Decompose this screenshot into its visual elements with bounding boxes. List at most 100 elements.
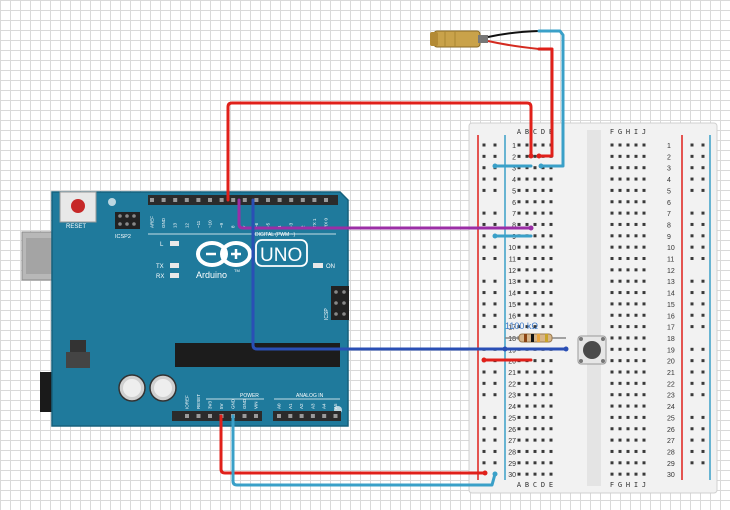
breadboard-hole[interactable] <box>610 461 614 465</box>
rail-hole[interactable] <box>701 245 705 249</box>
breadboard-hole[interactable] <box>533 313 537 317</box>
breadboard-hole[interactable] <box>626 188 630 192</box>
breadboard-hole[interactable] <box>618 302 622 306</box>
breadboard-hole[interactable] <box>517 461 521 465</box>
breadboard-hole[interactable] <box>642 370 646 374</box>
rail-hole[interactable] <box>701 393 705 397</box>
header-pin[interactable] <box>324 198 328 202</box>
breadboard-hole[interactable] <box>533 404 537 408</box>
analog-pin[interactable] <box>288 414 293 418</box>
breadboard-hole[interactable] <box>541 200 545 204</box>
rail-hole[interactable] <box>493 438 497 442</box>
breadboard-hole[interactable] <box>541 404 545 408</box>
breadboard-hole[interactable] <box>549 166 553 170</box>
breadboard-hole[interactable] <box>610 313 614 317</box>
breadboard-hole[interactable] <box>533 211 537 215</box>
breadboard-hole[interactable] <box>610 279 614 283</box>
breadboard-hole[interactable] <box>642 188 646 192</box>
breadboard-hole[interactable] <box>626 461 630 465</box>
breadboard-hole[interactable] <box>541 415 545 419</box>
breadboard-hole[interactable] <box>533 245 537 249</box>
header-pin[interactable] <box>242 198 247 202</box>
rail-hole[interactable] <box>690 279 694 283</box>
rail-hole[interactable] <box>482 222 486 226</box>
rail-hole[interactable] <box>690 427 694 431</box>
breadboard-hole[interactable] <box>525 222 529 226</box>
breadboard-hole[interactable] <box>549 291 553 295</box>
breadboard-hole[interactable] <box>549 393 553 397</box>
breadboard-hole[interactable] <box>634 325 638 329</box>
breadboard-hole[interactable] <box>626 370 630 374</box>
breadboard-hole[interactable] <box>610 166 614 170</box>
breadboard-hole[interactable] <box>626 200 630 204</box>
breadboard-hole[interactable] <box>525 143 529 147</box>
breadboard-hole[interactable] <box>525 302 529 306</box>
breadboard-hole[interactable] <box>626 245 630 249</box>
breadboard-hole[interactable] <box>517 188 521 192</box>
breadboard-hole[interactable] <box>634 291 638 295</box>
breadboard-hole[interactable] <box>533 268 537 272</box>
rail-hole[interactable] <box>701 279 705 283</box>
resistor[interactable]: 1100 kΩ <box>505 321 566 343</box>
breadboard-hole[interactable] <box>541 325 545 329</box>
breadboard-hole[interactable] <box>634 415 638 419</box>
power-pin[interactable] <box>254 414 258 418</box>
rail-hole[interactable] <box>493 188 497 192</box>
breadboard-hole[interactable] <box>541 234 545 238</box>
breadboard-hole[interactable] <box>541 381 545 385</box>
rail-hole[interactable] <box>690 313 694 317</box>
rail-hole[interactable] <box>701 449 705 453</box>
breadboard-hole[interactable] <box>541 302 545 306</box>
breadboard-hole[interactable] <box>626 359 630 363</box>
breadboard-hole[interactable] <box>517 449 521 453</box>
power-pin[interactable] <box>242 414 247 418</box>
breadboard-hole[interactable] <box>533 415 537 419</box>
breadboard-hole[interactable] <box>549 245 553 249</box>
breadboard-hole[interactable] <box>541 143 545 147</box>
breadboard-hole[interactable] <box>517 222 521 226</box>
power-pin[interactable] <box>208 414 212 418</box>
breadboard-hole[interactable] <box>517 257 521 260</box>
breadboard-hole[interactable] <box>626 449 630 453</box>
breadboard-hole[interactable] <box>634 211 638 215</box>
breadboard-hole[interactable] <box>541 438 545 442</box>
breadboard-hole[interactable] <box>642 234 646 238</box>
breadboard-hole[interactable] <box>541 370 545 374</box>
breadboard-hole[interactable] <box>634 166 638 170</box>
header-pin[interactable] <box>173 198 178 202</box>
breadboard-hole[interactable] <box>626 393 630 397</box>
breadboard-hole[interactable] <box>541 268 545 272</box>
rail-hole[interactable] <box>701 325 705 329</box>
header-pin[interactable] <box>150 198 154 202</box>
breadboard-hole[interactable] <box>610 347 614 351</box>
breadboard-hole[interactable] <box>525 381 529 385</box>
breadboard-hole[interactable] <box>549 234 553 238</box>
breadboard-hole[interactable] <box>618 211 622 215</box>
rail-hole[interactable] <box>701 291 705 295</box>
header-pin[interactable] <box>254 198 259 202</box>
breadboard-hole[interactable] <box>642 347 646 351</box>
analog-pin[interactable] <box>310 414 315 418</box>
breadboard-hole[interactable] <box>610 449 614 453</box>
breadboard-hole[interactable] <box>549 381 553 385</box>
rail-hole[interactable] <box>493 325 497 329</box>
breadboard-hole[interactable] <box>626 415 630 419</box>
rail-hole[interactable] <box>701 188 705 192</box>
breadboard-hole[interactable] <box>642 472 646 476</box>
breadboard-hole[interactable] <box>618 313 622 317</box>
breadboard-hole[interactable] <box>610 302 614 306</box>
rail-hole[interactable] <box>493 291 497 295</box>
wire-laser-ground[interactable] <box>537 29 565 168</box>
breadboard-hole[interactable] <box>541 166 545 170</box>
rail-hole[interactable] <box>493 177 497 181</box>
breadboard-hole[interactable] <box>541 222 545 226</box>
rail-hole[interactable] <box>690 381 694 385</box>
breadboard-hole[interactable] <box>626 291 630 295</box>
rail-hole[interactable] <box>482 325 486 329</box>
breadboard-hole[interactable] <box>634 461 638 465</box>
breadboard-hole[interactable] <box>541 279 545 283</box>
wire-5v-to-rail[interactable] <box>219 414 487 475</box>
rail-hole[interactable] <box>690 393 694 397</box>
breadboard-hole[interactable] <box>517 291 521 295</box>
